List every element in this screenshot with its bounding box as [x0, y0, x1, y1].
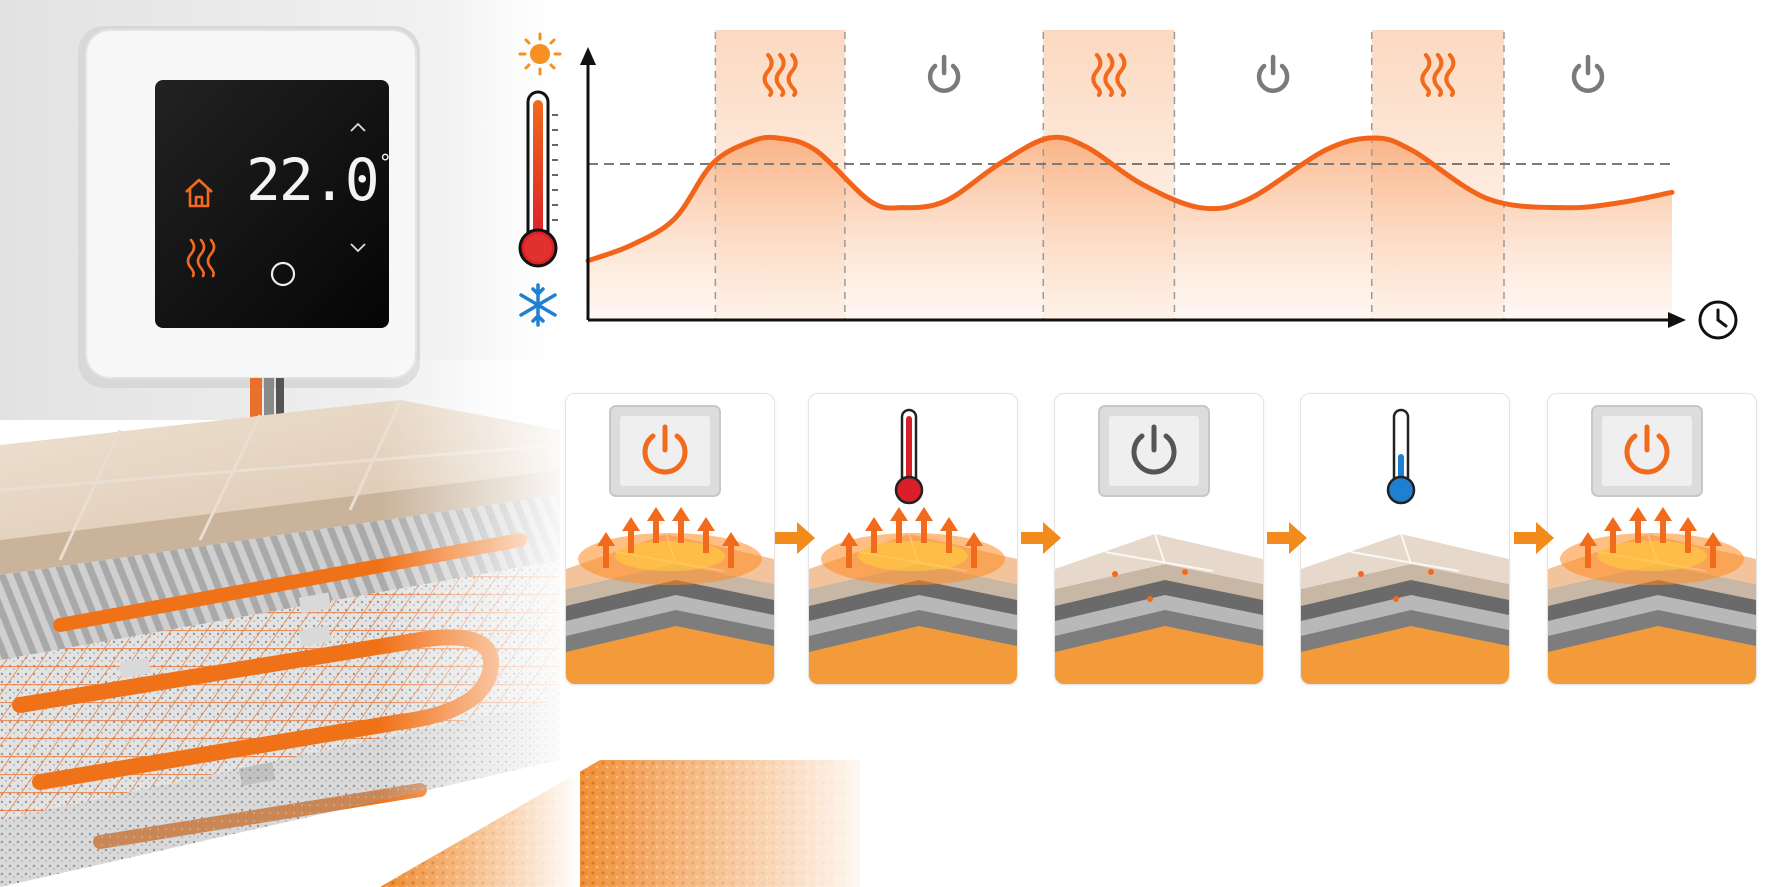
power-icon — [927, 54, 961, 93]
heating-waves-icon — [1091, 53, 1127, 97]
residual-heat-spot — [1182, 569, 1188, 575]
heat-arrow — [1629, 507, 1647, 543]
chevron-down-icon[interactable] — [348, 241, 368, 255]
degree-symbol: ° — [379, 151, 391, 176]
temperature-curve — [585, 134, 1675, 264]
temperature-area — [588, 137, 1672, 320]
heat-arrow — [722, 532, 740, 568]
floor-section — [1548, 533, 1756, 684]
step-illustration — [566, 405, 774, 684]
heat-arrow — [840, 532, 858, 568]
power-icon — [1256, 54, 1290, 93]
heating-waves-icon — [762, 53, 798, 97]
step-panel — [1300, 393, 1510, 685]
floor-section — [809, 533, 1017, 684]
floor-section — [1301, 533, 1509, 684]
heat-arrow — [597, 532, 615, 568]
floor-section — [566, 533, 774, 684]
power-button-icon — [1591, 405, 1703, 497]
heat-arrow — [697, 517, 715, 553]
step-panel — [1054, 393, 1264, 685]
heat-arrow — [1579, 532, 1597, 568]
thermometer-cold-icon — [1386, 408, 1416, 505]
next-step-arrow-icon — [775, 522, 815, 554]
heating-waves-icon — [1420, 53, 1456, 97]
snowflake-icon — [519, 283, 557, 327]
temperature-readout: 22.0 ° — [246, 151, 391, 215]
next-step-arrow-icon — [1514, 522, 1554, 554]
clock-icon — [1698, 300, 1738, 340]
power-button-icon — [1098, 405, 1210, 497]
heat-arrow — [865, 517, 883, 553]
residual-heat-spot — [1112, 571, 1118, 577]
residual-heat-spot — [1393, 596, 1399, 602]
heat-arrow — [915, 507, 933, 543]
thermometer-hot-icon — [894, 408, 924, 505]
residual-heat-spot — [1358, 571, 1364, 577]
temperature-cycle-chart — [518, 30, 1738, 340]
power-icon — [1571, 54, 1605, 93]
step-panel — [1547, 393, 1757, 685]
step-illustration — [1548, 405, 1756, 684]
heat-arrow — [1604, 517, 1622, 553]
step-panel — [565, 393, 775, 685]
step-panel — [808, 393, 1018, 685]
thermometer-icon — [518, 90, 558, 268]
power-ring-icon[interactable] — [268, 259, 298, 289]
heat-arrow — [1679, 517, 1697, 553]
heat-arrow — [647, 507, 665, 543]
heat-arrow — [965, 532, 983, 568]
residual-heat-spot — [1428, 569, 1434, 575]
heat-arrow — [1654, 507, 1672, 543]
step-illustration — [809, 408, 1017, 684]
floor-section — [1055, 533, 1263, 684]
heat-arrow — [940, 517, 958, 553]
heat-arrow — [672, 507, 690, 543]
y-axis-arrow — [580, 47, 596, 65]
power-button-icon — [609, 405, 721, 497]
heating-waves-icon[interactable] — [186, 236, 216, 280]
phase-icons — [762, 53, 1605, 97]
temperature-value: 22.0 — [246, 146, 380, 214]
next-step-arrow-icon — [1021, 522, 1061, 554]
step-illustration — [1301, 408, 1509, 684]
residual-heat-spot — [1147, 596, 1153, 602]
heat-arrow — [890, 507, 908, 543]
step-illustration — [1055, 405, 1263, 684]
heat-arrow — [622, 517, 640, 553]
home-icon[interactable] — [183, 176, 215, 210]
chevron-up-icon[interactable] — [348, 120, 368, 134]
heat-arrow — [1704, 532, 1722, 568]
sun-icon — [518, 32, 562, 76]
next-step-arrow-icon — [1267, 522, 1307, 554]
x-axis-arrow — [1668, 312, 1686, 328]
